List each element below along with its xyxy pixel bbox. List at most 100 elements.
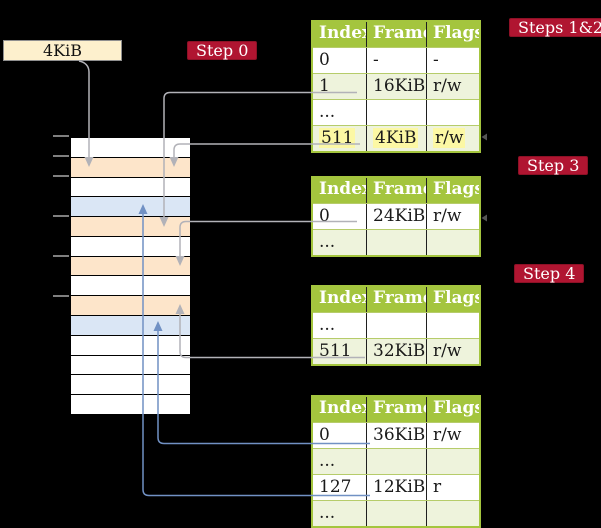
cell-index: ... bbox=[319, 503, 336, 523]
step-0-label: Step 0 bbox=[187, 41, 258, 60]
arrowhead-left-icon bbox=[481, 133, 487, 141]
address-tick bbox=[53, 255, 69, 257]
cell-frame: 12KiB bbox=[366, 475, 426, 500]
header-cell-flags: Flags bbox=[426, 287, 479, 312]
memory-stack bbox=[70, 137, 191, 415]
header-cell-index: Index bbox=[319, 398, 366, 418]
header-cell-flags: Flags bbox=[426, 22, 479, 47]
memory-row bbox=[71, 316, 190, 336]
memory-row bbox=[71, 375, 190, 396]
table-row: ... bbox=[313, 500, 479, 526]
memory-row bbox=[71, 296, 190, 317]
table-row: ... bbox=[313, 312, 479, 338]
cell-frame bbox=[366, 501, 426, 526]
cell-frame bbox=[366, 230, 426, 255]
header-cell-frame: Frame bbox=[366, 22, 426, 47]
cell-flags: r/w bbox=[426, 126, 479, 151]
table-row: 0 - - bbox=[313, 47, 479, 73]
step-3-label: Step 3 bbox=[518, 156, 589, 175]
cell-flags bbox=[426, 100, 479, 125]
header-cell-flags: Flags bbox=[426, 397, 479, 422]
cell-flags: r/w bbox=[426, 74, 479, 99]
table-row-highlighted: 511 4KiB r/w bbox=[313, 125, 479, 151]
table-row: ... bbox=[313, 229, 479, 255]
cell-frame: 16KiB bbox=[366, 74, 426, 99]
cell-flags: r/w bbox=[426, 423, 479, 448]
address-tick bbox=[53, 215, 69, 217]
cell-index: 127 bbox=[319, 477, 352, 497]
table-row: 511 32KiB r/w bbox=[313, 338, 479, 364]
cell-flags bbox=[426, 501, 479, 526]
table-header-row: Index Frame Flags bbox=[313, 22, 479, 47]
address-tick bbox=[53, 135, 69, 137]
memory-row bbox=[71, 395, 190, 414]
page-table-2: Index Frame Flags 0 24KiB r/w ... bbox=[311, 176, 481, 257]
memory-row bbox=[71, 256, 190, 277]
header-cell-frame: Frame bbox=[366, 178, 426, 203]
cell-flags: r bbox=[426, 475, 479, 500]
table-row: 127 12KiB r bbox=[313, 474, 479, 500]
cell-index: 511 bbox=[313, 126, 366, 151]
highlight: 4KiB bbox=[373, 128, 419, 148]
cell-index: 1 bbox=[319, 76, 330, 96]
page-table-3: Index Frame Flags ... 511 32KiB r/w bbox=[311, 285, 481, 366]
cell-frame: 36KiB bbox=[366, 423, 426, 448]
address-tick bbox=[53, 295, 69, 297]
cell-frame bbox=[366, 313, 426, 338]
header-cell-index: Index bbox=[319, 23, 366, 43]
cell-index: 0 bbox=[319, 50, 330, 70]
cell-flags: r/w bbox=[426, 204, 479, 229]
header-cell-index: Index bbox=[319, 288, 366, 308]
cell-frame: 4KiB bbox=[366, 126, 426, 151]
table-row: ... bbox=[313, 99, 479, 125]
frame-size-box: 4KiB bbox=[3, 40, 122, 61]
cell-frame: 24KiB bbox=[366, 204, 426, 229]
table-header-row: Index Frame Flags bbox=[313, 178, 479, 203]
table-row: ... bbox=[313, 448, 479, 474]
cell-flags bbox=[426, 230, 479, 255]
header-cell-index: Index bbox=[319, 179, 366, 199]
address-tick bbox=[53, 155, 69, 157]
highlight: 511 bbox=[319, 128, 356, 148]
cell-frame: 32KiB bbox=[366, 339, 426, 364]
header-cell-flags: Flags bbox=[426, 178, 479, 203]
memory-row bbox=[71, 355, 190, 376]
cell-index: ... bbox=[319, 315, 336, 335]
table-header-row: Index Frame Flags bbox=[313, 397, 479, 422]
table-row: 0 24KiB r/w bbox=[313, 203, 479, 229]
cell-flags bbox=[426, 449, 479, 474]
header-cell-frame: Frame bbox=[366, 397, 426, 422]
memory-row bbox=[71, 177, 190, 198]
memory-row bbox=[71, 335, 190, 356]
entry-markers bbox=[481, 133, 487, 222]
cell-flags: - bbox=[426, 48, 479, 73]
table-row: 0 36KiB r/w bbox=[313, 422, 479, 448]
cell-frame bbox=[366, 100, 426, 125]
memory-row bbox=[71, 217, 190, 237]
arrowhead-left-icon bbox=[481, 214, 487, 222]
cell-flags bbox=[426, 313, 479, 338]
page-table-4: Index Frame Flags 0 36KiB r/w ... 127 12… bbox=[311, 395, 481, 528]
cell-frame bbox=[366, 449, 426, 474]
cell-index: 0 bbox=[319, 425, 330, 445]
step-4-label: Step 4 bbox=[514, 264, 585, 283]
cell-index: ... bbox=[319, 451, 336, 471]
steps-1-2-label: Steps 1&2 bbox=[509, 18, 601, 37]
cell-index: 0 bbox=[319, 206, 330, 226]
cell-index: ... bbox=[319, 102, 336, 122]
address-tick bbox=[53, 175, 69, 177]
memory-row bbox=[71, 197, 190, 218]
header-cell-frame: Frame bbox=[366, 287, 426, 312]
cell-frame: - bbox=[366, 48, 426, 73]
table-header-row: Index Frame Flags bbox=[313, 287, 479, 312]
memory-row bbox=[71, 276, 190, 297]
cell-index: ... bbox=[319, 232, 336, 252]
table-row: 1 16KiB r/w bbox=[313, 73, 479, 99]
page-table-1: Index Frame Flags 0 - - 1 16KiB r/w ... … bbox=[311, 20, 481, 153]
highlight: r/w bbox=[433, 128, 466, 148]
memory-row bbox=[71, 138, 190, 158]
cell-index: 511 bbox=[319, 341, 352, 361]
memory-row bbox=[71, 236, 190, 257]
memory-row bbox=[71, 157, 190, 178]
